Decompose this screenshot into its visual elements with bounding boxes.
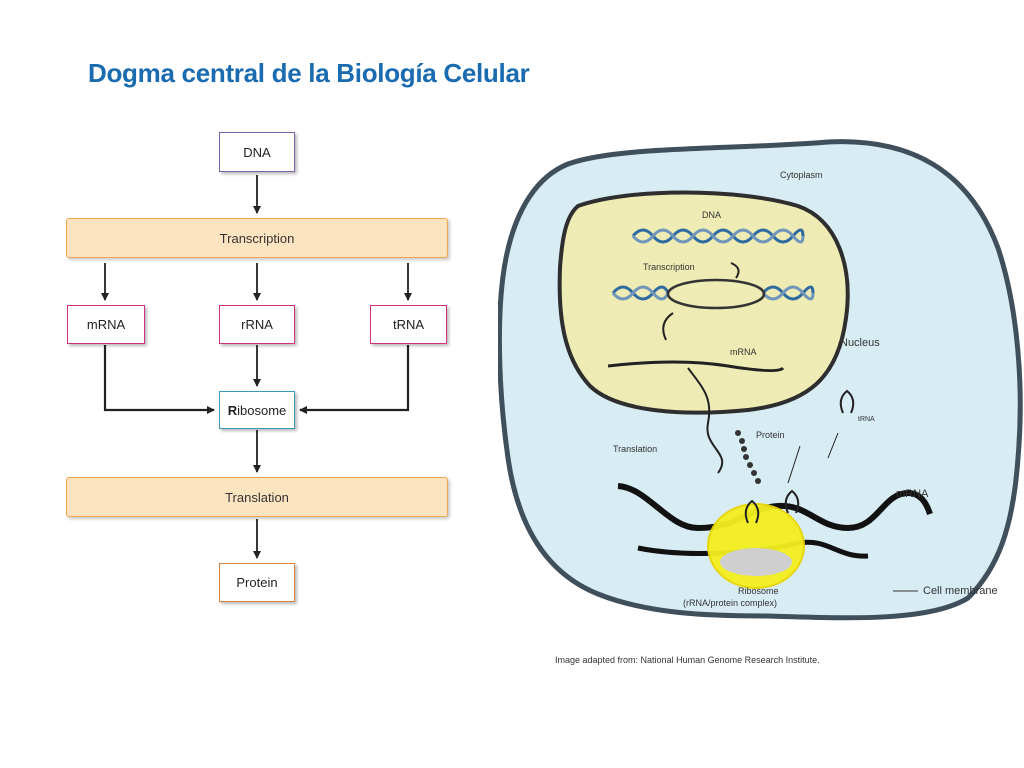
transcription-arrow <box>730 262 740 279</box>
transcription-band: Transcription <box>66 218 448 258</box>
transcription-helix <box>611 278 815 310</box>
nucleus-label: Nucleus <box>840 337 880 349</box>
ribosome-label: Ribosome <box>738 586 779 596</box>
cell-membrane-label: Cell membrane <box>923 585 998 597</box>
mrna-label: mRNA <box>896 488 929 500</box>
ribosome-note-label: (rRNA/protein complex) <box>683 598 778 608</box>
image-credit: Image adapted from: National Human Genom… <box>555 655 820 665</box>
nuclear-mrna-strand <box>607 360 785 373</box>
cell-drawing <box>498 139 1023 621</box>
ribosome-initial: R <box>227 402 238 418</box>
trna-box: tRNA <box>370 305 447 344</box>
protein-label: Protein <box>756 430 785 440</box>
cytoplasm-label: Cytoplasm <box>780 170 823 180</box>
arrow-trna-ribosome <box>299 345 410 414</box>
ribosome-rest: ibosome <box>237 402 287 418</box>
protein-box: Protein <box>219 563 295 602</box>
trna-label: tRNA <box>858 416 875 423</box>
rrna-box: rRNA <box>219 305 295 344</box>
trna-shapes <box>744 389 855 524</box>
dna-box: DNA <box>219 132 295 172</box>
mrna-export-path <box>687 367 724 474</box>
arrow-mrna-ribosome <box>103 345 215 414</box>
transcription-label: Transcription <box>643 262 695 272</box>
nucleus-shape <box>557 190 850 415</box>
dna-helix <box>631 228 805 244</box>
cytoplasm-mrna-strand <box>617 483 933 532</box>
nuclear-dna-label: DNA <box>702 210 722 220</box>
flow-arrows <box>101 175 412 559</box>
translation-label: Translation <box>613 444 658 454</box>
page-title: Dogma central de la Biología Celular <box>88 58 530 88</box>
translation-band: Translation <box>66 477 448 517</box>
nuclear-mrna-label: mRNA <box>730 347 757 357</box>
mrna-box: mRNA <box>67 305 145 344</box>
cell-illustration: Cytoplasm DNA Transcription mRNA Nucleus… <box>498 128 1024 648</box>
protein-chain <box>735 430 761 484</box>
